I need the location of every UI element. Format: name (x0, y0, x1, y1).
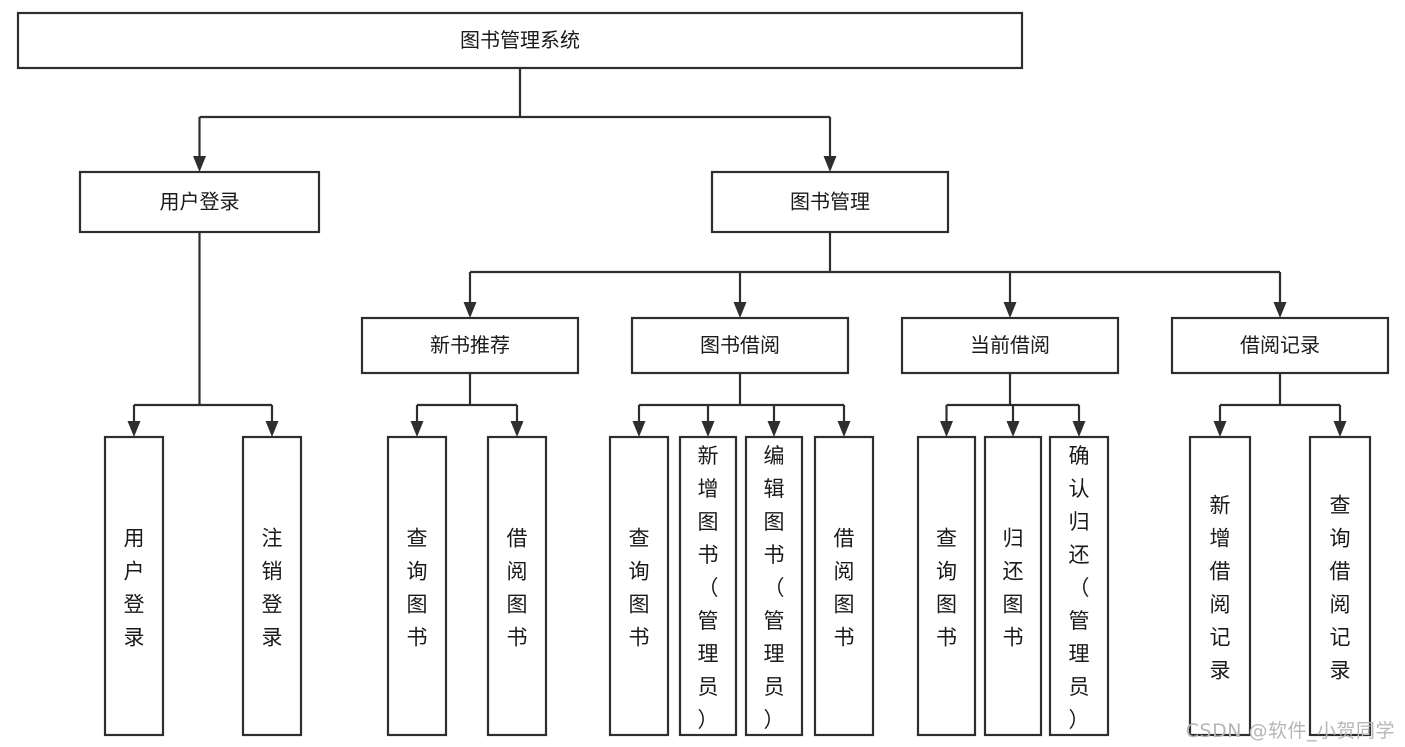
node-label: 借阅图书 (834, 527, 855, 650)
node-label: 确认归还（管理员） (1069, 444, 1090, 732)
node-label: 查询图书 (407, 527, 428, 650)
arrow-head-icon (1333, 421, 1347, 437)
arrow-head-icon (701, 421, 715, 437)
node-label: 图书管理系统 (460, 28, 580, 52)
node-l2-3[interactable]: 借阅记录 (1170, 316, 1390, 375)
arrow-head-icon (837, 421, 851, 437)
edge-group-l2-3 (1213, 373, 1347, 437)
arrow-head-icon (1006, 421, 1020, 437)
node-label: 图书借阅 (700, 333, 780, 357)
node-label: 借阅图书 (507, 527, 528, 650)
node-label: 当前借阅 (970, 333, 1050, 357)
arrow-head-icon (1213, 421, 1227, 437)
node-box[interactable] (1048, 435, 1110, 737)
node-lf-7[interactable]: 借阅图书 (813, 435, 875, 737)
arrow-head-icon (1003, 302, 1017, 318)
node-label: 新书推荐 (430, 333, 510, 357)
node-label: 查询借阅记录 (1330, 494, 1351, 683)
node-lf-2[interactable]: 查询图书 (386, 435, 448, 737)
arrow-head-icon (1072, 421, 1086, 437)
arrow-head-icon (127, 421, 141, 437)
arrow-head-icon (193, 156, 206, 172)
node-box[interactable] (386, 435, 448, 737)
node-label: 查询图书 (936, 527, 957, 650)
node-label: 归还图书 (1003, 527, 1024, 650)
node-l1-0[interactable]: 用户登录 (78, 170, 321, 234)
edges-layer (127, 68, 1347, 437)
arrow-head-icon (632, 421, 646, 437)
node-label: 用户登录 (124, 527, 145, 650)
node-lf-3[interactable]: 借阅图书 (486, 435, 548, 737)
node-box[interactable] (1170, 316, 1390, 375)
node-box[interactable] (916, 435, 977, 737)
node-box[interactable] (1308, 435, 1372, 737)
arrow-head-icon (823, 156, 837, 172)
edge-group-l1-0 (127, 232, 279, 437)
node-label: 新增图书（管理员） (698, 444, 719, 732)
node-l2-0[interactable]: 新书推荐 (360, 316, 580, 375)
node-box[interactable] (486, 435, 548, 737)
node-box[interactable] (710, 170, 950, 234)
arrow-head-icon (733, 302, 747, 318)
arrow-head-icon (463, 302, 477, 318)
arrow-head-icon (940, 421, 953, 437)
node-box[interactable] (813, 435, 875, 737)
node-box[interactable] (103, 435, 165, 737)
arrow-head-icon (410, 421, 424, 437)
node-lf-4[interactable]: 查询图书 (608, 435, 670, 737)
node-label: 图书管理 (790, 190, 870, 214)
edge-group-l2-0 (410, 373, 524, 437)
node-label: 注销登录 (262, 527, 283, 650)
node-label: 编辑图书（管理员） (764, 444, 785, 732)
node-box[interactable] (360, 316, 580, 375)
node-box[interactable] (900, 316, 1120, 375)
arrow-head-icon (510, 421, 524, 437)
node-box[interactable] (16, 11, 1024, 70)
node-lf-5[interactable]: 新增图书（管理员） (678, 435, 738, 737)
node-l2-1[interactable]: 图书借阅 (630, 316, 850, 375)
node-box[interactable] (1188, 435, 1252, 737)
node-l2-2[interactable]: 当前借阅 (900, 316, 1120, 375)
node-box[interactable] (678, 435, 738, 737)
node-lf-0[interactable]: 用户登录 (103, 435, 165, 737)
node-label: 查询图书 (629, 527, 650, 650)
node-lf-1[interactable]: 注销登录 (241, 435, 303, 737)
node-l1-1[interactable]: 图书管理 (710, 170, 950, 234)
arrow-head-icon (767, 421, 781, 437)
node-lf-12[interactable]: 查询借阅记录 (1308, 435, 1372, 737)
edge-group-l2-1 (632, 373, 851, 437)
node-lf-10[interactable]: 确认归还（管理员） (1048, 435, 1110, 737)
edge-group-l2-2 (940, 373, 1086, 437)
edge-group-l1-1 (463, 232, 1287, 318)
node-box[interactable] (241, 435, 303, 737)
csdn-watermark: CSDN @软件_小贺同学 (1185, 720, 1395, 742)
node-lf-6[interactable]: 编辑图书（管理员） (744, 435, 804, 737)
node-label: 新增借阅记录 (1210, 494, 1231, 683)
node-box[interactable] (630, 316, 850, 375)
edge-group-root (193, 68, 837, 172)
node-lf-8[interactable]: 查询图书 (916, 435, 977, 737)
arrow-head-icon (265, 421, 279, 437)
node-box[interactable] (608, 435, 670, 737)
nodes-layer: 图书管理系统用户登录图书管理新书推荐图书借阅当前借阅借阅记录用户登录注销登录查询… (16, 11, 1390, 737)
node-box[interactable] (78, 170, 321, 234)
node-label: 用户登录 (160, 190, 240, 214)
node-lf-11[interactable]: 新增借阅记录 (1188, 435, 1252, 737)
node-box[interactable] (744, 435, 804, 737)
node-label: 借阅记录 (1240, 333, 1320, 357)
node-box[interactable] (983, 435, 1043, 737)
node-root[interactable]: 图书管理系统 (16, 11, 1024, 70)
arrow-head-icon (1273, 302, 1287, 318)
node-lf-9[interactable]: 归还图书 (983, 435, 1043, 737)
